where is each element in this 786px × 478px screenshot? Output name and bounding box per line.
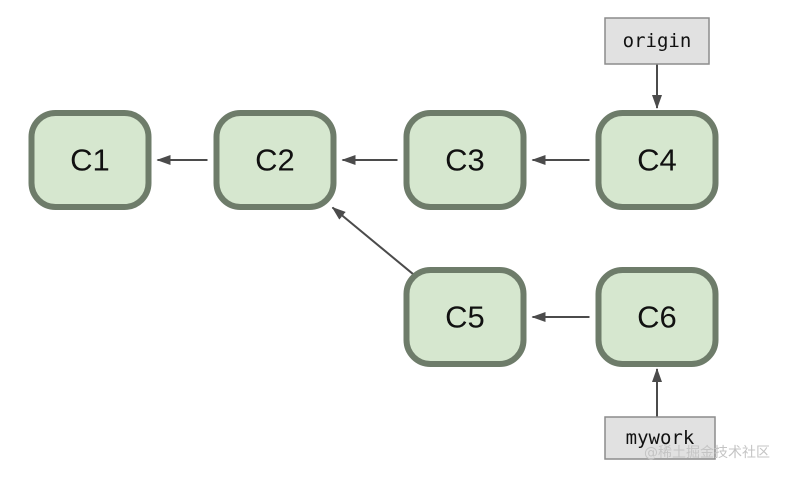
branch-ref-mywork: mywork (604, 368, 716, 460)
commit-label: C2 (255, 143, 295, 178)
branch-ref-origin: origin (604, 17, 710, 109)
commit-label: C6 (637, 300, 677, 335)
commit-node-c2: C2 (213, 110, 337, 210)
commit-box (403, 267, 527, 367)
commit-label: C1 (70, 143, 110, 178)
commit-label: C4 (637, 143, 677, 178)
commit-node-c6: C6 (595, 267, 719, 367)
watermark: @稀土掘金技术社区 (644, 445, 770, 461)
branch-refs: origin mywork (604, 17, 716, 460)
commit-label: C3 (445, 143, 485, 178)
commit-node-c1: C1 (28, 110, 152, 210)
ref-box (604, 17, 710, 65)
commit-box (595, 267, 719, 367)
parent-arrow-c5-to-c2 (331, 206, 415, 276)
commit-node-c5: C5 (403, 267, 527, 367)
ref-label: mywork (626, 427, 695, 449)
commit-box (28, 110, 152, 210)
parent-links (156, 155, 590, 322)
commit-node-c3: C3 (403, 110, 527, 210)
ref-label: origin (623, 30, 692, 52)
commit-box (213, 110, 337, 210)
commit-box (403, 110, 527, 210)
commit-label: C5 (445, 300, 485, 335)
commit-node-c4: C4 (595, 110, 719, 210)
commit-box (595, 110, 719, 210)
ref-box (604, 416, 716, 460)
